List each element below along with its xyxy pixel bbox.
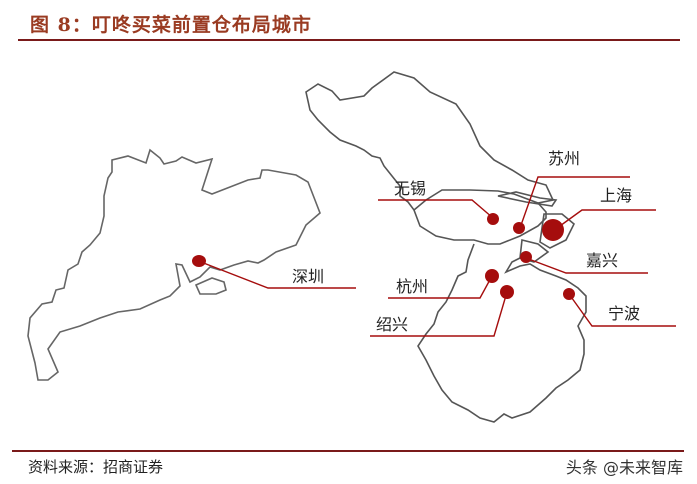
label-shaoxing: 绍兴 [376, 315, 408, 334]
zhejiang-outline [417, 243, 587, 423]
marker-shaoxing [500, 285, 514, 299]
marker-shenzhen [192, 255, 206, 267]
leader-shaoxing [370, 291, 508, 337]
footer-divider [12, 450, 684, 452]
shanghai-outline [539, 213, 575, 249]
label-ningbo: 宁波 [608, 304, 640, 323]
leader-lines [200, 176, 676, 337]
marker-suzhou [513, 222, 525, 234]
title-divider [18, 39, 680, 41]
figure-title: 图 8：叮咚买菜前置仓布局城市 [30, 14, 312, 36]
label-shenzhen: 深圳 [292, 267, 324, 286]
city-markers [192, 213, 575, 300]
jiangsu-outline [305, 71, 555, 212]
label-jiaxing: 嘉兴 [586, 251, 618, 270]
label-suzhou: 苏州 [548, 149, 580, 168]
label-wuxi: 无锡 [394, 179, 426, 198]
leader-shanghai [552, 209, 656, 232]
marker-hangzhou [485, 269, 499, 283]
guangdong-outline [27, 148, 321, 381]
jiangsu-south-outline [413, 202, 547, 245]
shanghai-inner [519, 239, 550, 263]
marker-ningbo [563, 288, 575, 300]
label-shanghai: 上海 [600, 186, 632, 205]
leader-shenzhen [200, 261, 356, 289]
marker-wuxi [487, 213, 499, 225]
marker-jiaxing [520, 251, 532, 263]
marker-shanghai [542, 219, 564, 241]
watermark: 头条 @未来智库 [565, 458, 683, 477]
leader-jiaxing [525, 257, 648, 274]
label-hangzhou: 杭州 [396, 277, 428, 296]
leader-ningbo [568, 293, 676, 327]
guangdong-inset [194, 277, 227, 295]
chongming-outline [497, 191, 558, 207]
leader-hangzhou [388, 275, 493, 299]
leader-suzhou [519, 176, 630, 229]
leader-wuxi [378, 199, 494, 219]
source-note: 资料来源：招商证券 [28, 458, 164, 476]
